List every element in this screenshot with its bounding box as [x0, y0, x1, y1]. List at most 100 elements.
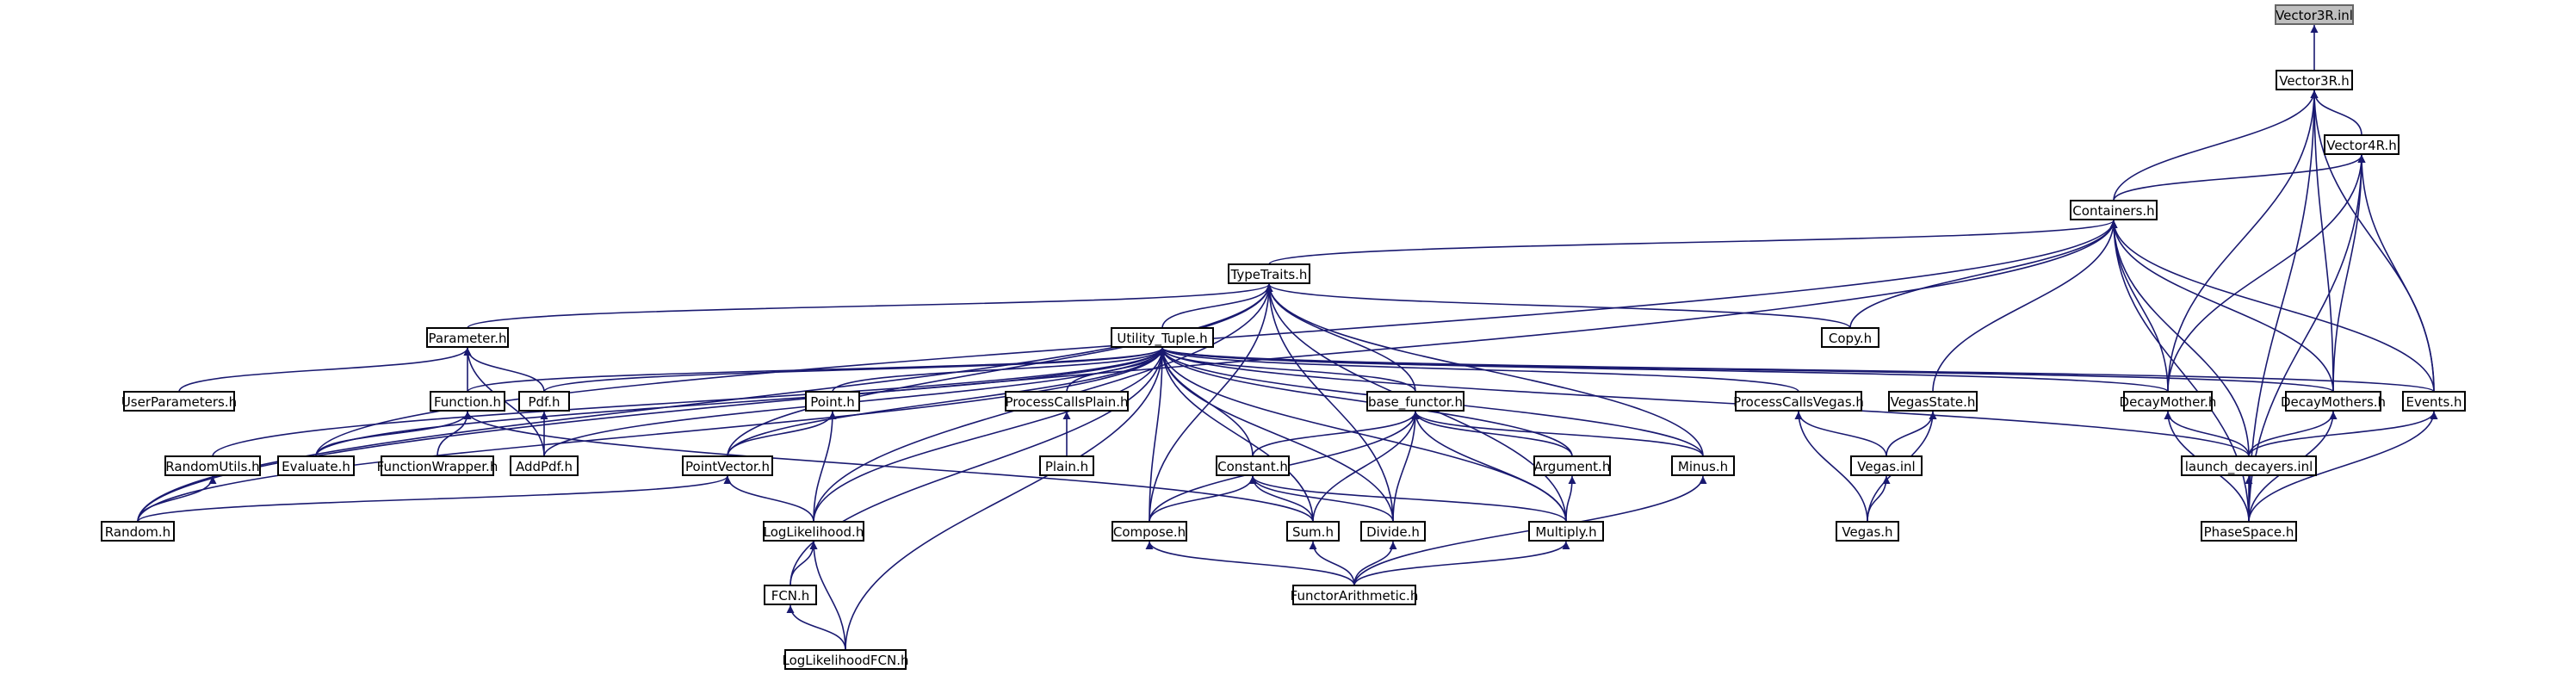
node-box[interactable] — [1836, 521, 1899, 542]
node-pointvector-h[interactable]: PointVector.h — [682, 455, 773, 476]
node-point-h[interactable]: Point.h — [805, 391, 860, 412]
node-copy-h[interactable]: Copy.h — [1821, 327, 1879, 348]
node-containers-h[interactable]: Containers.h — [2070, 200, 2158, 220]
node-box[interactable] — [1821, 327, 1879, 348]
node-function-h[interactable]: Function.h — [430, 391, 505, 412]
node-argument-h[interactable]: Argument.h — [1533, 455, 1611, 476]
node-label: Utility_Tuple.h — [1117, 331, 1207, 347]
edge-sum_h-to-base_functor_h — [1312, 411, 1420, 523]
node-box[interactable] — [1850, 455, 1923, 476]
node-vector3r-inl[interactable]: Vector3R.inl — [2275, 4, 2354, 25]
node-box[interactable] — [426, 327, 509, 348]
node-box[interactable] — [2181, 455, 2317, 476]
node-vegasstate-h[interactable]: VegasState.h — [1888, 391, 1978, 412]
edge-randomutils_h-to-utility_tuple_h — [212, 347, 1167, 457]
node-processcallsplain-h[interactable]: ProcessCallsPlain.h — [1005, 391, 1129, 412]
node-box[interactable] — [277, 455, 355, 476]
node-box[interactable] — [2402, 391, 2466, 412]
node-functorarithmetic-h[interactable]: FunctorArithmetic.h — [1291, 585, 1419, 605]
node-label: Containers.h — [2072, 203, 2154, 219]
node-label: Evaluate.h — [282, 459, 350, 474]
node-box[interactable] — [2070, 200, 2158, 220]
node-decaymother-h[interactable]: DecayMother.h — [2120, 391, 2217, 412]
node-box[interactable] — [1005, 391, 1129, 412]
node-divide-h[interactable]: Divide.h — [1360, 521, 1426, 542]
node-parameter-h[interactable]: Parameter.h — [426, 327, 509, 348]
node-box[interactable] — [123, 391, 235, 412]
node-box[interactable] — [2201, 521, 2297, 542]
edge-containers_h-to-vector3r_h — [2113, 90, 2319, 201]
node-box[interactable] — [805, 391, 860, 412]
edge-events_h-to-utility_tuple_h — [1158, 347, 2435, 393]
edge-compose_h-to-utility_tuple_h — [1149, 347, 1167, 523]
node-compose-h[interactable]: Compose.h — [1112, 521, 1187, 542]
node-box[interactable] — [518, 391, 570, 412]
node-fcn-h[interactable]: FCN.h — [764, 585, 817, 605]
node-loglikelihood-h[interactable]: LogLikelihood.h — [763, 521, 864, 542]
node-base-functor-h[interactable]: base_functor.h — [1366, 391, 1464, 412]
edge-divide_h-to-constant_h — [1248, 475, 1394, 523]
node-addpdf-h[interactable]: AddPdf.h — [510, 455, 579, 476]
node-label: Sum.h — [1292, 524, 1334, 540]
node-constant-h[interactable]: Constant.h — [1216, 455, 1290, 476]
node-utility-tuple-h[interactable]: Utility_Tuple.h — [1111, 327, 1214, 348]
node-box[interactable] — [1360, 521, 1426, 542]
node-typetraits-h[interactable]: TypeTraits.h — [1228, 263, 1310, 284]
node-vegas-inl[interactable]: Vegas.inl — [1850, 455, 1923, 476]
node-box[interactable] — [164, 455, 261, 476]
node-box[interactable] — [1112, 521, 1187, 542]
node-randomutils-h[interactable]: RandomUtils.h — [164, 455, 261, 476]
node-vector3r-h[interactable]: Vector3R.h — [2276, 70, 2353, 90]
node-random-h[interactable]: Random.h — [101, 521, 175, 542]
node-box[interactable] — [682, 455, 773, 476]
node-launch-decayers-inl[interactable]: launch_decayers.inl — [2181, 455, 2317, 476]
node-loglikelihoodfcn-h[interactable]: LogLikelihoodFCN.h — [782, 649, 909, 670]
node-box[interactable] — [1888, 391, 1978, 412]
edge-decaymother_h-to-vector4r_h — [2167, 154, 2366, 393]
node-box[interactable] — [1671, 455, 1735, 476]
node-box[interactable] — [2123, 391, 2213, 412]
node-box[interactable] — [1366, 391, 1464, 412]
node-box[interactable] — [2276, 70, 2353, 90]
node-label: LogLikelihood.h — [764, 524, 864, 540]
node-userparameters-h[interactable]: UserParameters.h — [121, 391, 237, 412]
node-vector4r-h[interactable]: Vector4R.h — [2324, 134, 2400, 155]
node-box[interactable] — [2275, 4, 2354, 25]
node-box[interactable] — [510, 455, 579, 476]
edge-copy_h-to-containers_h — [1849, 220, 2118, 329]
node-events-h[interactable]: Events.h — [2402, 391, 2466, 412]
edge-evaluate_h-to-function_h — [315, 411, 472, 457]
node-box[interactable] — [1039, 455, 1094, 476]
edge-events_h-to-vector4r_h — [2357, 154, 2435, 393]
node-phasespace-h[interactable]: PhaseSpace.h — [2201, 521, 2297, 542]
node-box[interactable] — [1533, 455, 1611, 476]
node-label: Constant.h — [1217, 459, 1288, 474]
node-box[interactable] — [763, 521, 864, 542]
node-sum-h[interactable]: Sum.h — [1286, 521, 1340, 542]
node-box[interactable] — [1228, 263, 1310, 284]
node-processcallsvegas-h[interactable]: ProcessCallsVegas.h — [1733, 391, 1864, 412]
node-box[interactable] — [2324, 134, 2400, 155]
node-multiply-h[interactable]: Multiply.h — [1528, 521, 1604, 542]
node-vegas-h[interactable]: Vegas.h — [1836, 521, 1899, 542]
node-box[interactable] — [1216, 455, 1290, 476]
node-minus-h[interactable]: Minus.h — [1671, 455, 1735, 476]
node-functionwrapper-h[interactable]: FunctionWrapper.h — [377, 455, 498, 476]
node-label: Events.h — [2406, 394, 2461, 410]
node-box[interactable] — [1292, 585, 1416, 605]
node-box[interactable] — [1528, 521, 1604, 542]
node-box[interactable] — [1735, 391, 1862, 412]
node-decaymothers-h[interactable]: DecayMothers.h — [2281, 391, 2386, 412]
node-box[interactable] — [2285, 391, 2381, 412]
node-evaluate-h[interactable]: Evaluate.h — [277, 455, 355, 476]
node-plain-h[interactable]: Plain.h — [1039, 455, 1094, 476]
node-box[interactable] — [430, 391, 505, 412]
node-box[interactable] — [784, 649, 907, 670]
node-box[interactable] — [381, 455, 494, 476]
node-box[interactable] — [101, 521, 175, 542]
node-pdf-h[interactable]: Pdf.h — [518, 391, 570, 412]
node-box[interactable] — [764, 585, 817, 605]
node-box[interactable] — [1286, 521, 1340, 542]
edge-functorarithmetic_h-to-compose_h — [1145, 541, 1355, 586]
node-box[interactable] — [1111, 327, 1214, 348]
